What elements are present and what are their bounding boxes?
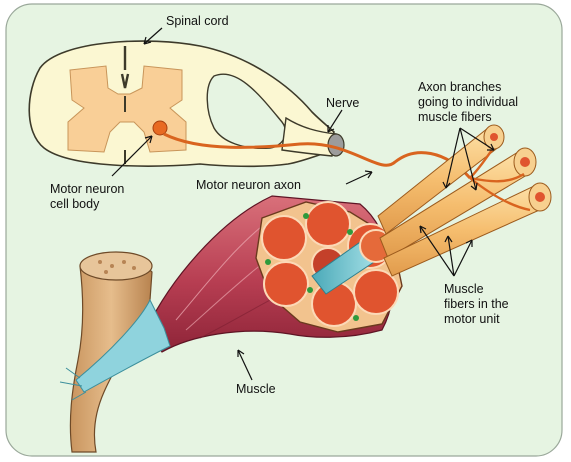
- label-motor-neuron-cell-body: Motor neuron cell body: [50, 182, 124, 212]
- tendon-dot: [122, 260, 126, 264]
- capillary: [265, 259, 271, 265]
- fascicle: [354, 270, 398, 314]
- fiber-core: [520, 157, 530, 167]
- capillary: [303, 213, 309, 219]
- label-axon-branches: Axon branches going to individual muscle…: [418, 80, 518, 125]
- label-muscle-fibers: Muscle fibers in the motor unit: [444, 282, 509, 327]
- label-motor-neuron-cell-body-line1: Motor neuron: [50, 182, 124, 197]
- label-axon-branches-line3: muscle fibers: [418, 110, 518, 125]
- label-motor-neuron-axon: Motor neuron axon: [196, 178, 301, 193]
- tendon-dot: [104, 270, 108, 274]
- label-muscle: Muscle: [236, 382, 276, 397]
- tendon-dot: [110, 264, 114, 268]
- tendon-end: [80, 252, 152, 280]
- fiber-core: [535, 192, 545, 202]
- tendon-dot: [132, 266, 136, 270]
- label-motor-neuron-cell-body-line2: cell body: [50, 197, 124, 212]
- fiber-core: [490, 133, 498, 141]
- label-muscle-fibers-line1: Muscle: [444, 282, 509, 297]
- label-nerve: Nerve: [326, 96, 359, 111]
- fascicle: [262, 216, 306, 260]
- capillary: [353, 315, 359, 321]
- label-muscle-fibers-line2: fibers in the: [444, 297, 509, 312]
- label-spinal-cord: Spinal cord: [166, 14, 229, 29]
- tendon-dot: [98, 260, 102, 264]
- label-muscle-fibers-line3: motor unit: [444, 312, 509, 327]
- capillary: [347, 229, 353, 235]
- fascicle: [306, 202, 350, 246]
- capillary: [307, 287, 313, 293]
- fascicle: [264, 262, 308, 306]
- label-axon-branches-line2: going to individual: [418, 95, 518, 110]
- label-axon-branches-line1: Axon branches: [418, 80, 518, 95]
